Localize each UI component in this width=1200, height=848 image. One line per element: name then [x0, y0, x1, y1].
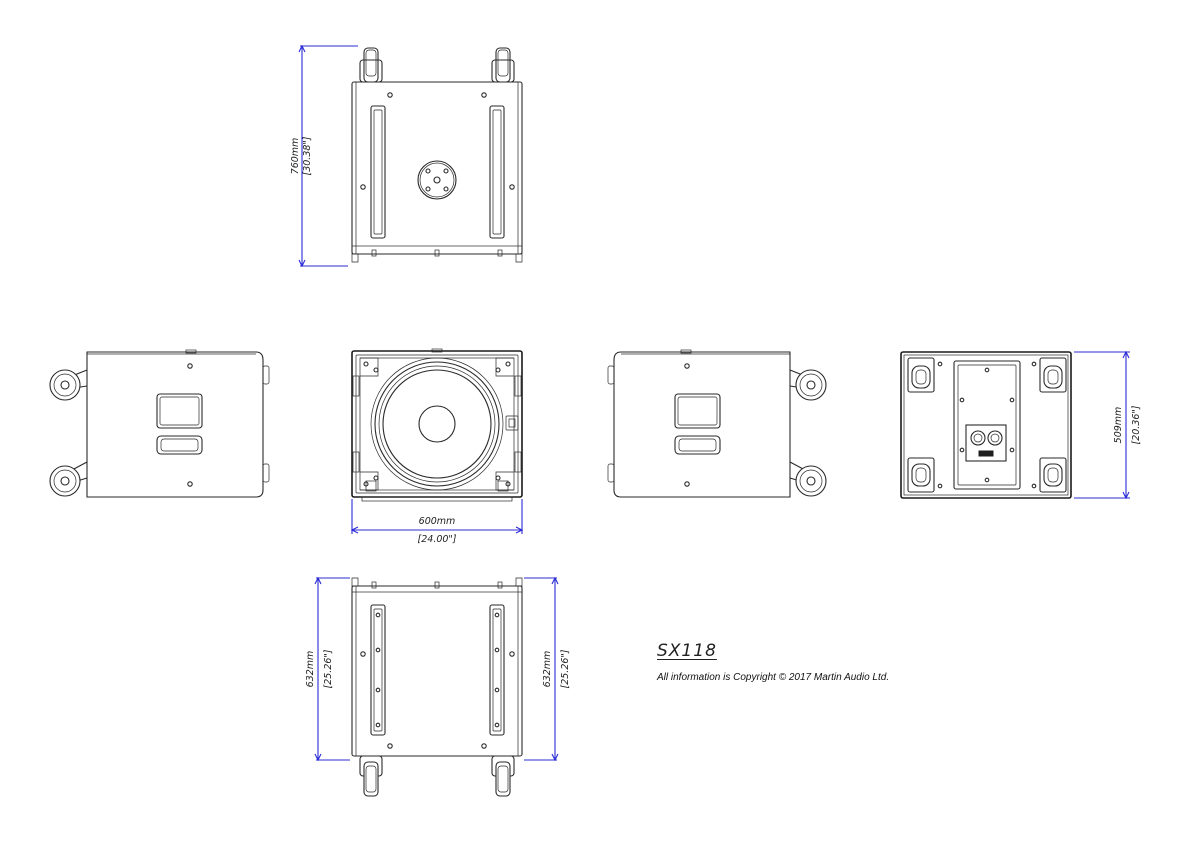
left-wheel-bottom	[49, 461, 88, 497]
model-title: SX118	[657, 641, 717, 661]
bottom-view	[351, 577, 523, 797]
dimension-front-width	[350, 499, 524, 534]
left-side-view	[49, 349, 270, 498]
left-wheel-top	[49, 369, 88, 401]
copyright-notice: All information is Copyright © 2017 Mart…	[657, 672, 890, 683]
front-driver	[370, 357, 504, 491]
bottom-caster-left	[359, 755, 383, 797]
front-view	[351, 348, 523, 502]
dimension-bottom-right	[524, 576, 559, 762]
speakon-connector-panel	[965, 424, 1007, 462]
top-view	[351, 47, 523, 263]
dim-top-mm: 760mm	[290, 138, 301, 175]
dim-front-in: [24.00"]	[418, 534, 457, 545]
dimension-top-depth	[298, 44, 358, 268]
rear-view	[900, 351, 1072, 499]
top-caster-right	[491, 47, 515, 83]
right-wheel-top	[789, 369, 827, 401]
top-caster-left	[359, 47, 383, 83]
right-side-view	[607, 349, 827, 498]
right-wheel-bottom	[789, 461, 827, 497]
dim-rear-mm: 509mm	[1113, 407, 1124, 444]
bottom-caster-right	[491, 755, 515, 797]
dim-bottom-right-in: [25.26"]	[560, 649, 571, 688]
dim-bottom-right-mm: 632mm	[542, 651, 553, 688]
dim-bottom-left-in: [25.26"]	[323, 649, 334, 688]
dimension-rear-height	[1074, 350, 1130, 500]
dim-top-in: [30.38"]	[302, 136, 313, 175]
rear-caster-cups	[907, 357, 1067, 493]
dim-front-mm: 600mm	[419, 516, 456, 527]
dim-bottom-left-mm: 632mm	[305, 651, 316, 688]
dim-rear-in: [20.36"]	[1131, 405, 1142, 444]
dimension-bottom-left	[314, 576, 350, 762]
